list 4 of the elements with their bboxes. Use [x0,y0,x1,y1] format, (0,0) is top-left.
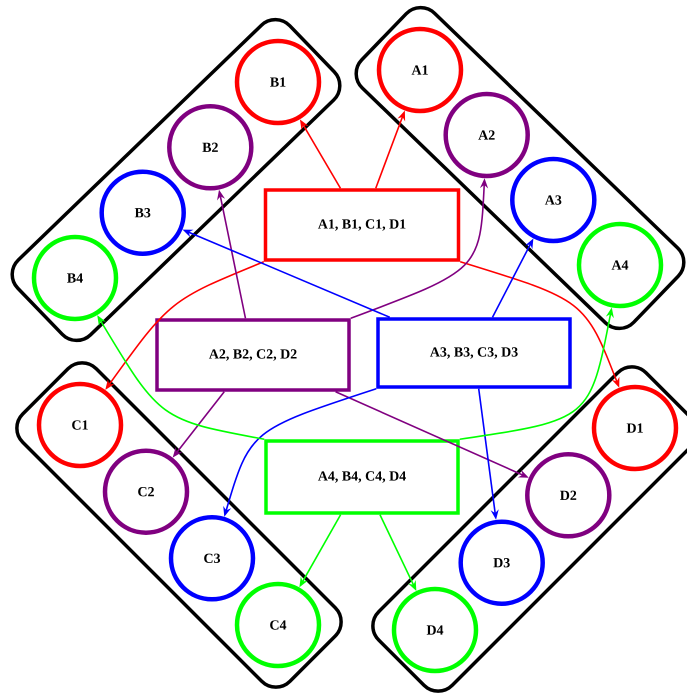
label-box: A2, B2, C2, D2 [155,318,351,392]
label-box: A3, B3, C3, D3 [376,317,572,389]
label-box: A1, B1, C1, D1 [264,188,460,262]
label-box: A4, B4, C4, D4 [264,439,460,515]
